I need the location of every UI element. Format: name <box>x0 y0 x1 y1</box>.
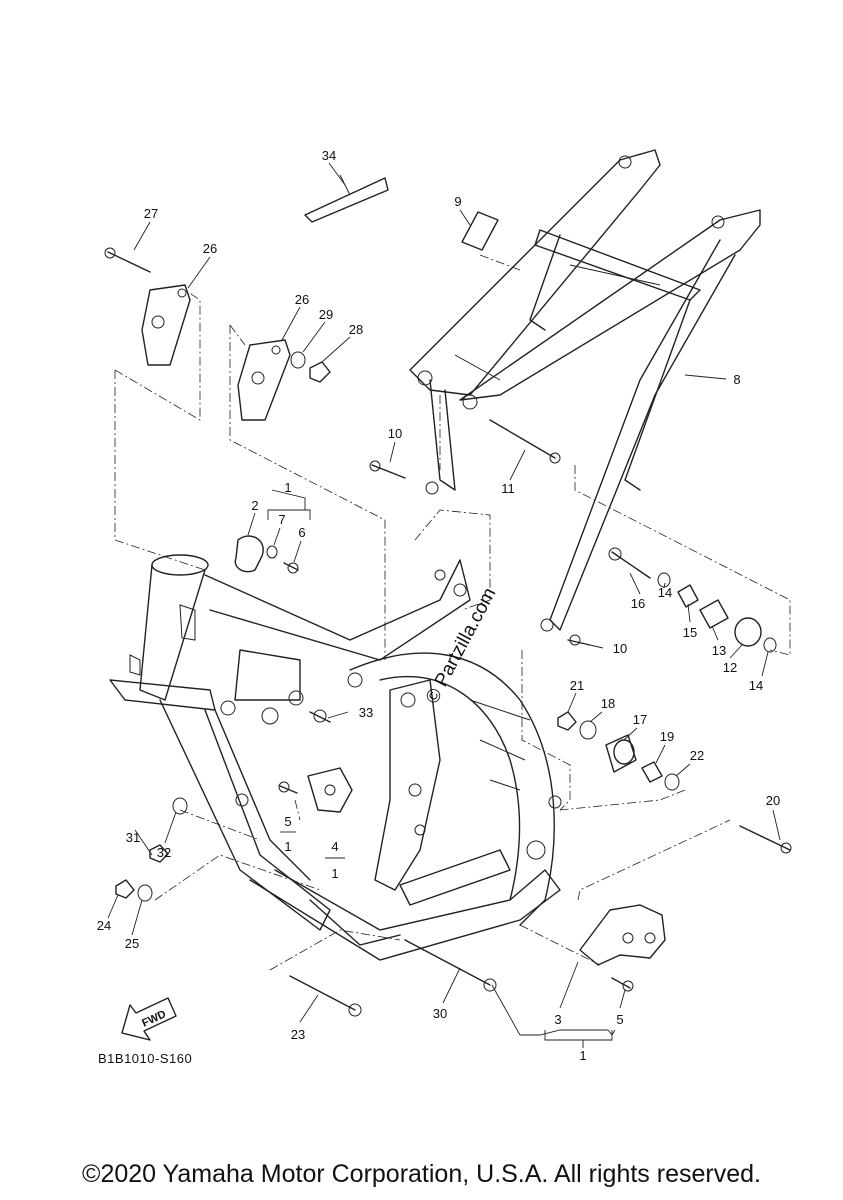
callout-10: 10 <box>388 426 402 441</box>
callout-10: 10 <box>613 641 627 656</box>
frame-exploded-diagram: FWD © Partzilla.com B1B1010-S160 34 27 2… <box>97 148 792 1066</box>
callout-5: 5 <box>616 1012 623 1027</box>
callouts: 34 27 26 26 29 28 9 8 10 11 1 2 7 6 16 1… <box>97 148 780 1063</box>
callout-12: 12 <box>723 660 737 675</box>
callout-1: 1 <box>284 480 291 495</box>
assembly-lines <box>114 254 791 971</box>
callout-7: 7 <box>278 512 285 527</box>
callout-2: 2 <box>251 498 258 513</box>
callout-14: 14 <box>658 585 672 600</box>
callout-4: 4 <box>331 839 338 854</box>
callout-29: 29 <box>319 307 333 322</box>
callout-1: 1 <box>579 1048 586 1063</box>
main-frame <box>109 554 562 961</box>
fwd-arrow: FWD <box>121 997 177 1041</box>
callout-1: 1 <box>331 866 338 881</box>
callout-28: 28 <box>349 322 363 337</box>
callout-15: 15 <box>683 625 697 640</box>
callout-25: 25 <box>125 936 139 951</box>
callout-17: 17 <box>633 712 647 727</box>
callout-21: 21 <box>570 678 584 693</box>
callout-34: 34 <box>322 148 336 163</box>
callout-6: 6 <box>298 525 305 540</box>
callout-14: 14 <box>749 678 763 693</box>
copyright-notice: ©2020 Yamaha Motor Corporation, U.S.A. A… <box>82 1160 761 1188</box>
callout-18: 18 <box>601 696 615 711</box>
callout-3: 3 <box>554 1012 561 1027</box>
callout-11: 11 <box>501 481 515 496</box>
callout-31: 31 <box>126 830 140 845</box>
callout-19: 19 <box>660 729 674 744</box>
rear-subframe <box>409 149 761 632</box>
callout-5: 5 <box>284 814 291 829</box>
callout-26: 26 <box>203 241 217 256</box>
callout-20: 20 <box>766 793 780 808</box>
callout-24: 24 <box>97 918 111 933</box>
callout-26: 26 <box>295 292 309 307</box>
callout-30: 30 <box>433 1006 447 1021</box>
small-parts <box>104 174 792 1017</box>
callout-1: 1 <box>284 839 291 854</box>
callout-32: 32 <box>157 845 171 860</box>
callout-33: 33 <box>359 705 373 720</box>
leader-lines <box>107 162 781 1048</box>
callout-9: 9 <box>454 194 461 209</box>
reference-code: B1B1010-S160 <box>98 1051 192 1066</box>
callout-23: 23 <box>291 1027 305 1042</box>
callout-16: 16 <box>631 596 645 611</box>
callout-27: 27 <box>144 206 158 221</box>
callout-8: 8 <box>733 372 740 387</box>
callout-13: 13 <box>712 643 726 658</box>
callout-22: 22 <box>690 748 704 763</box>
